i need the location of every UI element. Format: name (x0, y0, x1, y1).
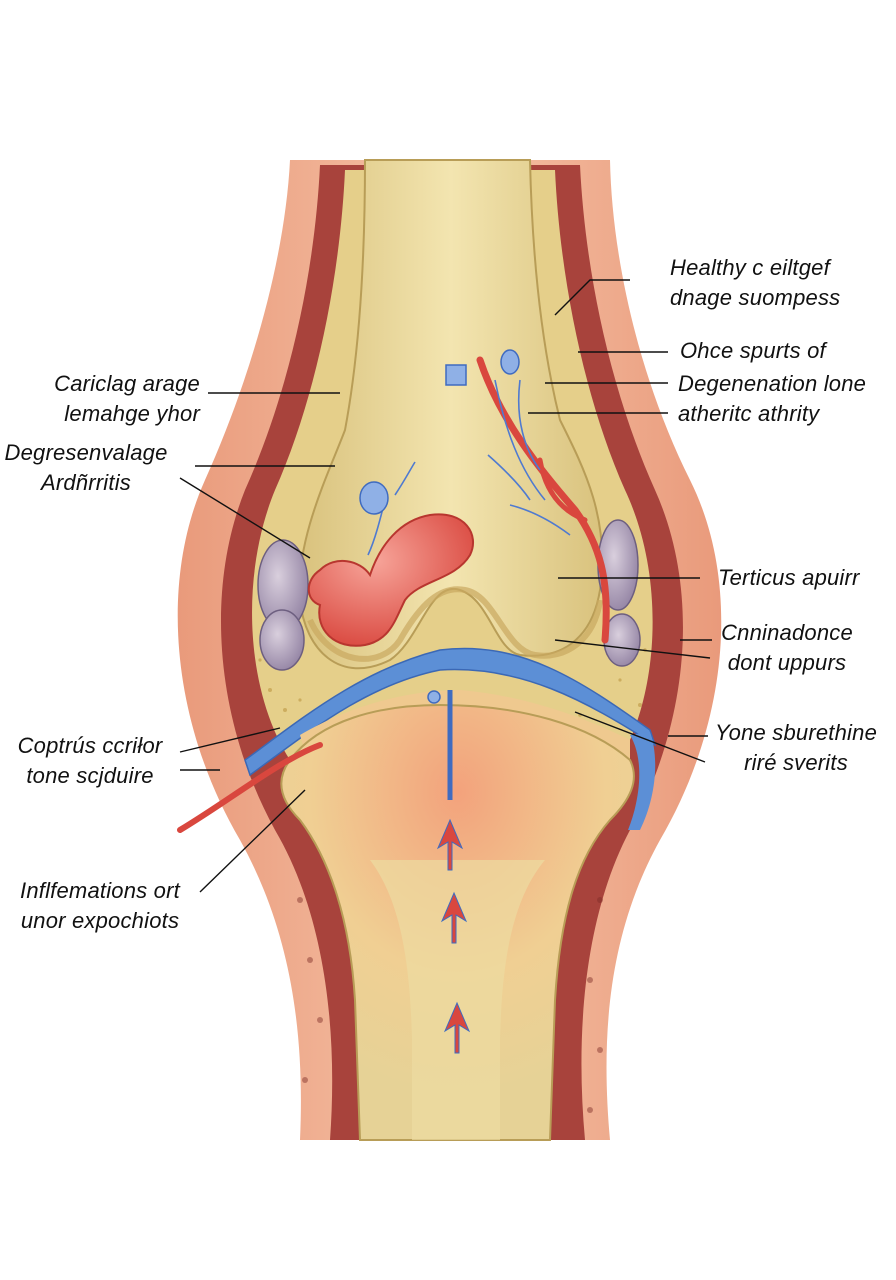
synovial-membrane (244, 647, 657, 777)
inflamed-mass (307, 513, 475, 647)
muscle-texture (297, 897, 603, 1113)
joint-space (300, 690, 630, 760)
label-line: dnage suompess (670, 285, 841, 310)
arrow-2 (440, 891, 468, 944)
label-line: Cnninadonce (721, 620, 853, 645)
tibia-shaft (370, 860, 545, 1140)
leader-right-low-b (574, 711, 706, 763)
synovial-right-drop (628, 732, 656, 830)
vessel-left (177, 742, 323, 833)
label-top-right-1: Healthy c eiltgef dnage suompess (670, 253, 840, 313)
label-line: Degenenation lone (678, 371, 867, 396)
pain-arrows (436, 818, 471, 1054)
label-line: riré sverits (744, 750, 848, 775)
label-line: Inflfemations ort (20, 878, 180, 903)
nerve-branches (367, 379, 571, 556)
label-line: dont uppurs (727, 650, 847, 675)
femur-cartilage-edge (307, 586, 603, 662)
arrow-1 (436, 818, 464, 871)
label-right-low: Yone sburethine riré sverits (708, 718, 884, 778)
label-top-right-2: Ohce spurts of (680, 336, 826, 366)
vesicle-top (500, 349, 520, 375)
vesicle-left (359, 481, 389, 515)
label-right-mid-1: Terticus apuirr (718, 563, 860, 593)
label-line: Healthy c eiltgef (670, 255, 830, 280)
label-left-2: Degresenvalage Ardñrritis (0, 438, 172, 498)
leader-bottom-left (199, 789, 306, 893)
label-left-low: Coptrús ccriłor tone scjduire (0, 731, 180, 791)
axis-bubble (427, 690, 441, 704)
leader-top-right-1 (554, 279, 630, 316)
label-left-1: Cariclag arage lemahge yhor (0, 369, 200, 429)
label-line: Cariclag arage (54, 371, 200, 396)
label-line: tone scjduire (26, 763, 154, 788)
leader-lines (179, 279, 712, 893)
marker-square (445, 364, 467, 386)
label-line: Degresenvalage (4, 440, 168, 465)
label-line: Coptrús ccriłor (17, 733, 163, 758)
label-line: Ardñrritis (40, 470, 131, 495)
label-bottom-left: Inflfemations ort unor expochiots (0, 876, 200, 936)
label-top-right-3: Degenenation lone atheritc athrity (678, 369, 866, 429)
label-line: Ohce spurts of (680, 338, 826, 363)
vessel-branch (537, 457, 588, 523)
bursa-left-lower (259, 609, 305, 671)
label-line: lemahge yhor (64, 401, 200, 426)
leader-left-low-a (179, 727, 281, 753)
label-line: unor expochiots (20, 908, 180, 933)
label-line: Yone sburethine (714, 720, 878, 745)
leader-left-2b (179, 477, 311, 559)
label-line: atheritc athrity (678, 401, 820, 426)
label-line: Terticus apuirr (718, 565, 860, 590)
arrow-3 (443, 1001, 471, 1054)
label-right-mid-2: Cnninadonce dont uppurs (712, 618, 862, 678)
leader-right-mid-2 (554, 639, 711, 659)
